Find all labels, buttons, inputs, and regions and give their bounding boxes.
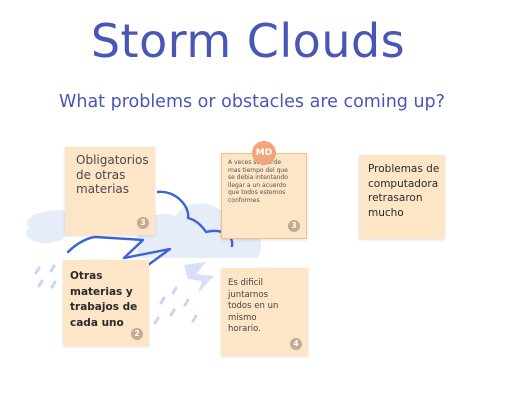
note-text: Otras materias y trabajos de cada uno — [70, 270, 138, 329]
note-text: Obligatorios de otras materias — [76, 153, 149, 196]
note-text: A veces se pierde mas tiempo del que se … — [228, 159, 288, 204]
sticky-note-acuerdo[interactable]: A veces se pierde mas tiempo del que se … — [221, 153, 307, 239]
sticky-note-horario[interactable]: Es dificil juntarnos todos en un mismo h… — [221, 268, 308, 356]
vote-count-badge: 3 — [137, 217, 149, 229]
sticky-note-computadora[interactable]: Problemas de computadora retrasaron much… — [359, 155, 445, 239]
note-text: Es dificil juntarnos todos en un mismo h… — [228, 278, 279, 334]
vote-count-badge: 4 — [290, 338, 302, 350]
board-subtitle: What problems or obstacles are coming up… — [59, 92, 445, 112]
note-text: Problemas de computadora retrasaron much… — [368, 163, 440, 219]
vote-count-badge: 2 — [131, 328, 143, 340]
author-avatar[interactable]: MD — [252, 141, 276, 165]
vote-count-badge: 3 — [288, 220, 300, 232]
sticky-note-obligatorios[interactable]: Obligatorios de otras materias 3 — [65, 147, 155, 235]
board-title: Storm Clouds — [90, 14, 406, 68]
sticky-note-otras-materias[interactable]: Otras materias y trabajos de cada uno 2 — [63, 260, 149, 346]
